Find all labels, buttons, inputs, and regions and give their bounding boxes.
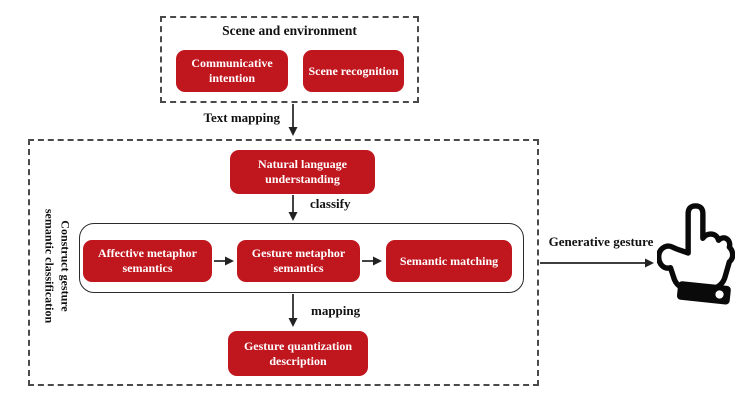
communicative-intention-box: Communicative intention xyxy=(176,50,288,92)
construct-gesture-side-label: Construct gesture semantic classificatio… xyxy=(41,191,73,341)
construct-gesture-group xyxy=(28,139,539,386)
gesture-quantization-description-box: Gesture quantization description xyxy=(228,331,368,376)
scene-environment-group xyxy=(160,16,419,103)
semantic-matching-box: Semantic matching xyxy=(386,240,512,282)
mapping-label: mapping xyxy=(311,303,361,318)
gesture-metaphor-semantics-box: Gesture metaphor semantics xyxy=(237,240,360,282)
generative-gesture-label: Generative gesture xyxy=(548,234,654,249)
natural-language-understanding-box: Natural language understanding xyxy=(230,150,375,194)
affective-metaphor-semantics-box: Affective metaphor semantics xyxy=(83,240,212,282)
pointing-up-hand-icon xyxy=(657,203,735,305)
classify-label: classify xyxy=(310,196,351,211)
text-mapping-label: Text mapping xyxy=(203,110,280,125)
side-label-line2: semantic classification xyxy=(43,208,57,324)
semantic-pipeline-container xyxy=(79,223,524,293)
hand-cuff xyxy=(676,281,731,305)
scene-recognition-box: Scene recognition xyxy=(303,50,404,92)
scene-environment-title: Scene and environment xyxy=(222,23,357,38)
hand-outline xyxy=(657,203,735,292)
side-label-line1: Construct gesture xyxy=(58,220,73,312)
